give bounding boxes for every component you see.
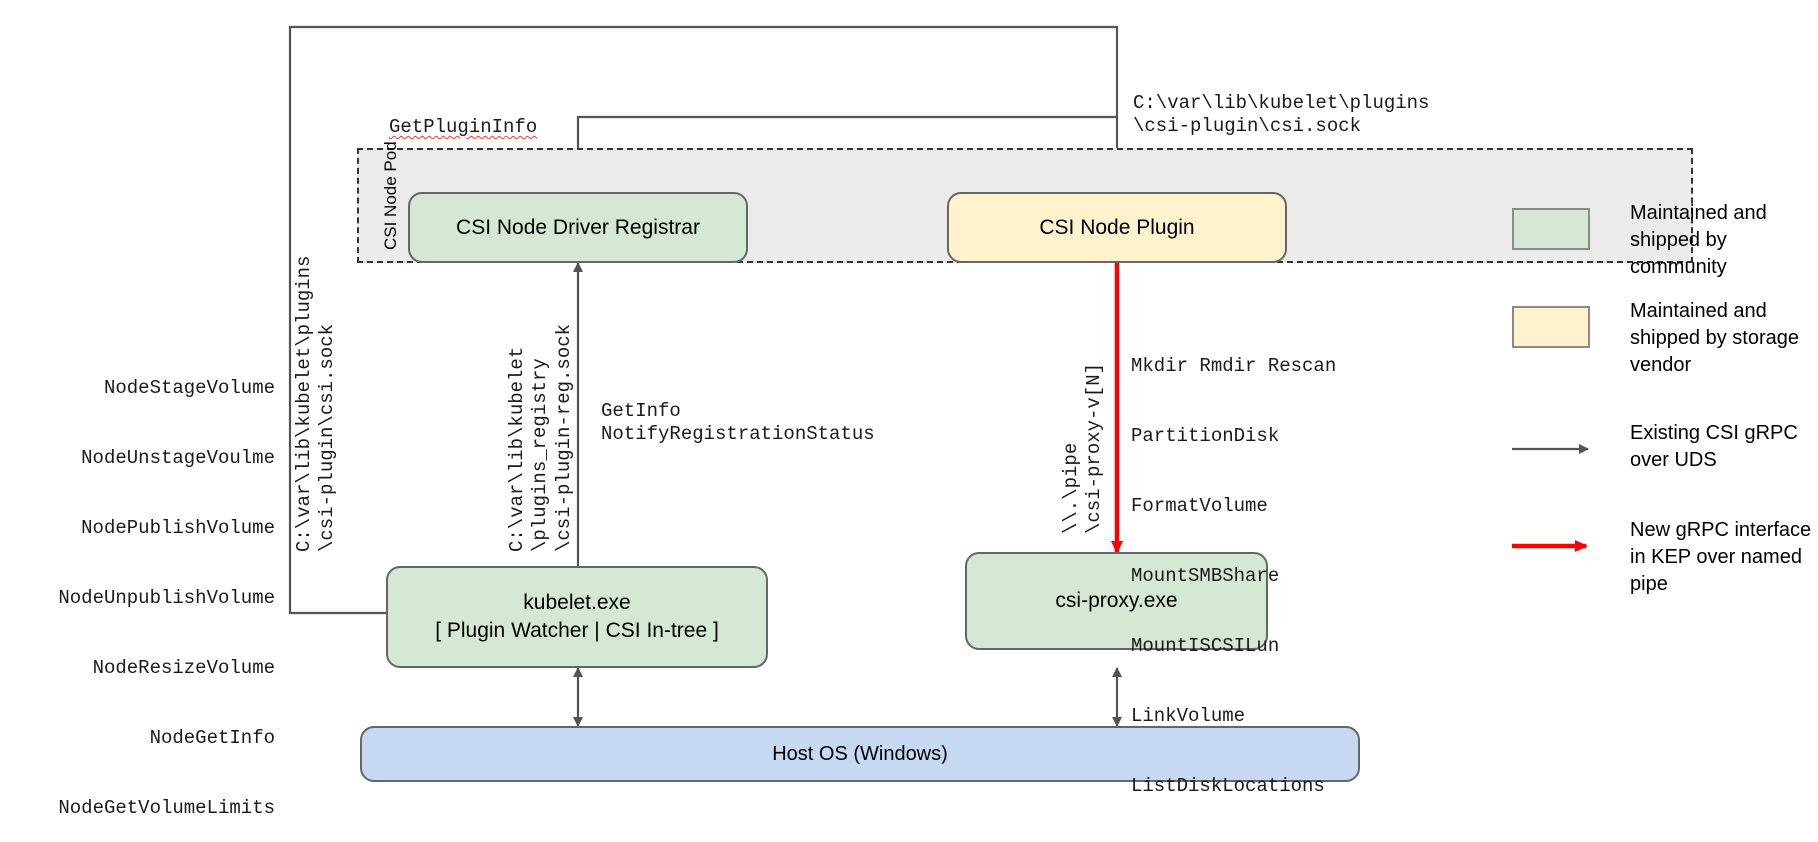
node-csi-node-plugin[interactable]: CSI Node Plugin (947, 192, 1287, 263)
node-csi-node-driver-registrar[interactable]: CSI Node Driver Registrar (408, 192, 748, 263)
csi-node-rpc-list: NodeStageVolume NodeUnstageVoulme NodePu… (10, 330, 275, 842)
csi-proxy-api-item: ListDiskLocations (1131, 775, 1325, 798)
csi-proxy-api-item: Mkdir Rmdir Rescan (1131, 354, 1337, 377)
legend-swatch-storage-vendor (1512, 306, 1590, 348)
node-kubelet-exe-line1: kubelet.exe (523, 591, 631, 615)
node-host-os-label: Host OS (Windows) (772, 742, 948, 765)
csi-proxy-api-item: FormatVolume (1131, 494, 1268, 517)
label-csi-plugin-socket-path: C:\var\lib\kubelet\plugins \csi-plugin\c… (1133, 92, 1430, 138)
csi-proxy-api-list: Mkdir Rmdir Rescan PartitionDisk FormatV… (1131, 308, 1461, 842)
node-csi-proxy-exe-label: csi-proxy.exe (1055, 589, 1178, 613)
label-registration-calls: GetInfo NotifyRegistrationStatus (601, 400, 875, 446)
node-csi-node-plugin-label: CSI Node Plugin (1039, 215, 1195, 239)
node-host-os[interactable]: Host OS (Windows) (360, 726, 1360, 782)
label-get-plugin-info: GetPluginInfo (389, 116, 538, 138)
legend-label-new-grpc-named-pipe: New gRPC interface in KEP over named pip… (1630, 519, 1812, 595)
csi-node-rpc-item: NodeStageVolume (103, 376, 275, 399)
legend-label-community: Maintained and shipped by community (1630, 202, 1767, 278)
csi-node-rpc-item: NodePublishVolume (81, 516, 275, 539)
csi-proxy-api-item: MountISCSILun (1131, 635, 1280, 658)
node-csi-node-driver-registrar-label: CSI Node Driver Registrar (456, 215, 700, 239)
csi-node-rpc-item: NodeGetInfo (149, 727, 275, 750)
legend-swatch-community (1512, 208, 1590, 250)
csi-proxy-api-item: PartitionDisk (1131, 424, 1280, 447)
csi-node-rpc-item: NodeUnpublishVolume (58, 586, 275, 609)
legend-label-storage-vendor: Maintained and shipped by storage vendor (1630, 300, 1800, 376)
csi-node-rpc-item: NodeResizeVolume (92, 657, 275, 680)
csi-node-rpc-item: NodeGetVolumeLimits (58, 797, 275, 820)
node-kubelet-exe[interactable]: kubelet.exe [ Plugin Watcher | CSI In-tr… (386, 566, 768, 668)
node-csi-proxy-exe[interactable]: csi-proxy.exe (965, 552, 1268, 650)
legend-label-existing-csi-grpc-uds: Existing CSI gRPC over UDS (1630, 422, 1798, 471)
csi-proxy-api-item: LinkVolume (1131, 705, 1246, 728)
csi-node-rpc-item: NodeUnstageVoulme (81, 446, 275, 469)
csi-proxy-api-item: MountSMBShare (1131, 564, 1280, 587)
node-kubelet-exe-line2: [ Plugin Watcher | CSI In-tree ] (435, 619, 719, 642)
